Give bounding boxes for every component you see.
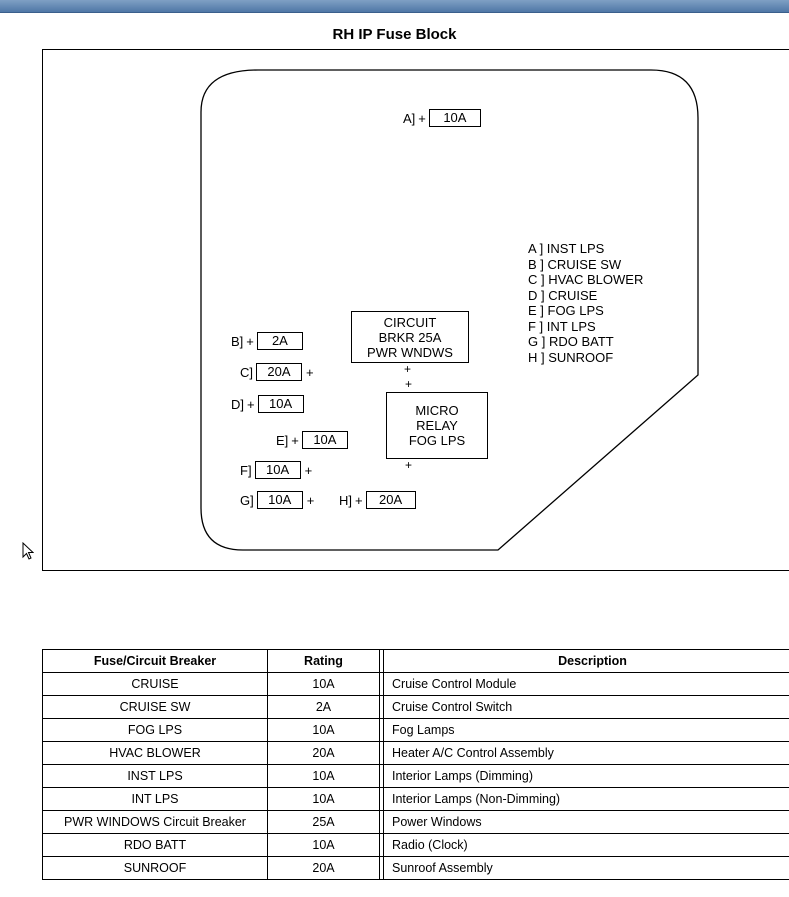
cell-rating: 10A: [267, 764, 380, 788]
header-fuse: Fuse/Circuit Breaker: [42, 649, 268, 673]
cell-fuse: INST LPS: [42, 764, 268, 788]
cell-description: Radio (Clock): [383, 833, 789, 857]
fuse-g-rating: 10A: [256, 491, 303, 509]
fuse-h-plus: +: [355, 492, 363, 508]
fuse-e-label: E]: [276, 432, 289, 448]
fuse-g-plus: +: [306, 492, 315, 508]
micro-relay-line2: RELAY: [416, 418, 458, 433]
fuse-a-plus: +: [418, 110, 426, 126]
fuse-e-rating: 10A: [301, 431, 348, 449]
fuse-f-rating: 10A: [254, 461, 301, 479]
fuse-g-label: G]: [240, 492, 254, 508]
micro-relay: MICRO RELAY FOG LPS: [386, 392, 488, 459]
cell-fuse: FOG LPS: [42, 718, 268, 742]
cell-fuse: CRUISE: [42, 672, 268, 696]
table-row: SUNROOF 20A Sunroof Assembly: [42, 856, 789, 880]
fuse-h-label: H]: [339, 492, 352, 508]
cell-description: Cruise Control Switch: [383, 695, 789, 719]
fuse-d-rating: 10A: [257, 395, 304, 413]
legend-item: D ] CRUISE: [528, 287, 598, 303]
fuse-c-rating: 20A: [256, 363, 302, 381]
fuse-table: Fuse/Circuit Breaker Rating Description …: [42, 649, 789, 880]
fuse-g: G] 10A +: [240, 491, 314, 509]
header-description: Description: [383, 649, 789, 673]
cell-rating: 20A: [267, 856, 380, 880]
cell-description: Interior Lamps (Non-Dimming): [383, 787, 789, 811]
cell-description: Heater A/C Control Assembly: [383, 741, 789, 765]
fuse-d-label: D]: [231, 396, 244, 412]
fuse-a-rating: 10A: [428, 109, 481, 127]
table-row: RDO BATT 10A Radio (Clock): [42, 833, 789, 857]
fuse-b-rating: 2A: [256, 332, 303, 350]
legend-item: A ] INST LPS: [528, 241, 605, 256]
cell-rating: 10A: [267, 718, 380, 742]
micro-relay-plus-bottom: +: [405, 458, 413, 472]
cell-rating: 10A: [267, 833, 380, 857]
diagram-frame: A] + 10A B] + 2A C] 20A + D] + 10A E] + …: [42, 49, 789, 571]
cell-fuse: RDO BATT: [42, 833, 268, 857]
cell-description: Cruise Control Module: [383, 672, 789, 696]
window-title-bar: [0, 0, 789, 13]
cell-description: Sunroof Assembly: [383, 856, 789, 880]
table-row: INST LPS 10A Interior Lamps (Dimming): [42, 764, 789, 788]
fuse-c-label: C]: [240, 364, 253, 380]
table-row: CRUISE 10A Cruise Control Module: [42, 672, 789, 696]
circuit-breaker-line3: PWR WNDWS: [367, 344, 453, 360]
fuse-f-plus: +: [304, 462, 313, 478]
fuse-h-rating: 20A: [365, 491, 416, 509]
header-rating: Rating: [267, 649, 380, 673]
cell-fuse: PWR WINDOWS Circuit Breaker: [42, 810, 268, 834]
cell-fuse: INT LPS: [42, 787, 268, 811]
fuse-block-outline: [200, 69, 699, 551]
circuit-breaker-line1: CIRCUIT: [383, 314, 437, 330]
micro-relay-line3: FOG LPS: [408, 433, 466, 448]
circuit-breaker-plus: +: [404, 362, 412, 376]
table-header-row: Fuse/Circuit Breaker Rating Description: [42, 649, 789, 673]
legend-item: G ] RDO BATT: [528, 334, 614, 349]
mouse-pointer-icon: [22, 542, 34, 560]
page-title: RH IP Fuse Block: [332, 26, 457, 43]
legend-item: B ] CRUISE SW: [528, 256, 622, 272]
fuse-h: H] + 20A: [339, 491, 416, 509]
table-row: CRUISE SW 2A Cruise Control Switch: [42, 695, 789, 719]
fuse-b: B] + 2A: [231, 332, 303, 350]
cell-rating: 25A: [267, 810, 380, 834]
cell-rating: 10A: [267, 672, 380, 696]
fuse-f-label: F]: [240, 462, 252, 478]
legend-item: F ] INT LPS: [528, 318, 596, 334]
cell-rating: 20A: [267, 741, 380, 765]
cell-fuse: CRUISE SW: [42, 695, 268, 719]
fuse-legend: A ] INST LPS B ] CRUISE SW C ] HVAC BLOW…: [528, 241, 643, 365]
fuse-f: F] 10A +: [240, 461, 312, 479]
legend-item: E ] FOG LPS: [528, 303, 604, 318]
circuit-breaker: CIRCUIT BRKR 25A PWR WNDWS: [351, 311, 469, 363]
fuse-e-plus: +: [291, 432, 299, 448]
legend-item: C ] HVAC BLOWER: [528, 272, 644, 287]
table-row: INT LPS 10A Interior Lamps (Non-Dimming): [42, 787, 789, 811]
cell-description: Fog Lamps: [383, 718, 789, 742]
legend-item: H ] SUNROOF: [528, 349, 614, 365]
fuse-d-plus: +: [247, 396, 255, 412]
micro-relay-plus-top: +: [405, 377, 413, 391]
fuse-c: C] 20A +: [240, 363, 314, 381]
table-row: HVAC BLOWER 20A Heater A/C Control Assem…: [42, 741, 789, 765]
cell-description: Interior Lamps (Dimming): [383, 764, 789, 788]
table-row: PWR WINDOWS Circuit Breaker 25A Power Wi…: [42, 810, 789, 834]
table-row: FOG LPS 10A Fog Lamps: [42, 718, 789, 742]
fuse-b-label: B]: [231, 333, 244, 349]
fuse-e: E] + 10A: [276, 431, 348, 449]
micro-relay-line1: MICRO: [415, 403, 459, 418]
fuse-b-plus: +: [246, 333, 254, 349]
cell-fuse: HVAC BLOWER: [42, 741, 268, 765]
fuse-c-plus: +: [306, 364, 314, 380]
cell-description: Power Windows: [383, 810, 789, 834]
cell-rating: 10A: [267, 787, 380, 811]
fuse-a: A] + 10A: [403, 109, 481, 127]
fuse-d: D] + 10A: [231, 395, 304, 413]
circuit-breaker-line2: BRKR 25A: [378, 329, 442, 345]
cell-fuse: SUNROOF: [42, 856, 268, 880]
cell-rating: 2A: [267, 695, 380, 719]
fuse-a-label: A]: [403, 110, 416, 126]
